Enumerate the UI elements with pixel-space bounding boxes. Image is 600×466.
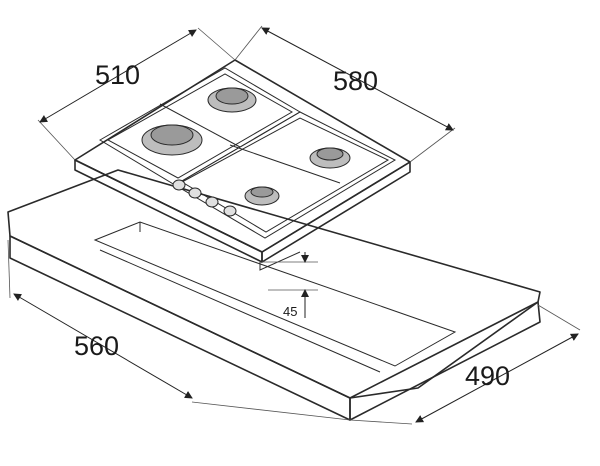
worktop <box>7 169 541 421</box>
burner-rear-right <box>309 147 351 169</box>
burner-rear-left <box>207 87 257 113</box>
control-knob-icon <box>188 187 202 199</box>
dimension-arrow <box>262 252 318 318</box>
hob-right-edge <box>261 161 411 263</box>
dimension-arrow <box>234 25 456 163</box>
hob-width-label: 580 <box>333 66 379 96</box>
cutout-depth-label: 490 <box>465 361 511 391</box>
dimension-arrow <box>349 304 581 425</box>
control-knob-icon <box>223 205 237 217</box>
control-knob-icon <box>205 196 219 208</box>
cutout-height-label: 45 <box>283 304 298 319</box>
hob-depth-label: 510 <box>95 60 141 90</box>
cutout-width-label: 560 <box>74 331 120 361</box>
hob-body <box>259 251 301 271</box>
cutout-inner-edge <box>99 249 381 373</box>
dimension-arrow <box>37 27 236 161</box>
control-knobs <box>172 179 237 217</box>
control-knob-icon <box>172 179 186 191</box>
dimension-arrow <box>7 239 351 421</box>
burner-front-right <box>244 186 280 206</box>
worktop-cutout <box>93 221 457 367</box>
worktop-right-face <box>349 301 541 421</box>
burner-front-left <box>141 124 203 156</box>
worktop-front-face <box>9 235 351 421</box>
